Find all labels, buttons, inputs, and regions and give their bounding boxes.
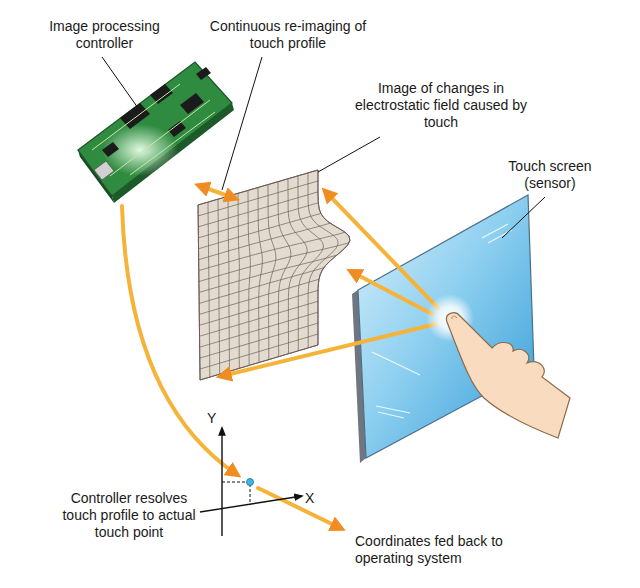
signal-arrow — [352, 272, 432, 314]
mesh-line — [198, 192, 318, 227]
signal-arrow — [326, 192, 438, 308]
signal-arrow — [258, 488, 340, 528]
mesh-line — [198, 170, 318, 205]
leader-lines — [102, 57, 545, 238]
mark — [378, 412, 404, 418]
axis-label: X — [305, 490, 314, 507]
mark — [372, 352, 420, 375]
dashed-guide — [222, 482, 248, 483]
x-axis — [200, 496, 302, 512]
leader-line — [222, 57, 262, 190]
mesh-line — [199, 232, 345, 270]
mesh-line — [199, 243, 349, 282]
signal-arrows — [122, 186, 438, 528]
dashed-guide — [250, 484, 251, 505]
signal-arrow — [122, 206, 236, 474]
mesh-line — [199, 255, 337, 292]
chip — [168, 121, 186, 137]
circuit-board — [78, 62, 232, 196]
mesh-line — [200, 334, 318, 369]
hand — [446, 313, 570, 438]
leader-line — [502, 197, 545, 238]
connector — [94, 161, 114, 180]
mesh-line — [198, 181, 318, 216]
axis-label: Y — [207, 410, 216, 427]
trace — [130, 112, 215, 175]
mesh-line — [200, 312, 318, 347]
mark — [376, 406, 410, 413]
mesh-line — [199, 223, 331, 260]
trace — [110, 100, 210, 176]
touch-screen — [358, 195, 534, 458]
mesh-line — [198, 203, 318, 238]
mesh-line — [278, 182, 291, 357]
trace — [92, 84, 180, 150]
callout-label: Controller resolves touch profile to act… — [58, 490, 200, 541]
mesh-line — [199, 290, 318, 325]
signal-arrow — [222, 324, 436, 376]
touch-point — [247, 479, 254, 486]
callout-label: Coordinates fed back to operating system — [355, 533, 527, 567]
mesh-line — [199, 279, 319, 314]
signal-arrow — [200, 186, 234, 198]
chip — [180, 93, 204, 114]
traces — [92, 84, 215, 176]
callout-label: Image processing controller — [42, 18, 167, 52]
leader-line — [102, 57, 138, 108]
chip — [196, 67, 211, 80]
chip — [102, 142, 119, 157]
callout-label: Image of changes in electrostatic field … — [354, 80, 528, 131]
mesh-line — [318, 170, 350, 345]
fingernail — [452, 316, 457, 319]
mesh-line — [200, 301, 319, 336]
callout-label: Touch screen (sensor) — [498, 158, 602, 192]
mesh-line — [200, 323, 318, 358]
mesh-line — [200, 345, 318, 380]
chip — [150, 84, 173, 104]
leader-line — [318, 137, 380, 172]
mesh-line — [199, 268, 324, 304]
callout-label: Continuous re-imaging of touch profile — [208, 18, 368, 52]
